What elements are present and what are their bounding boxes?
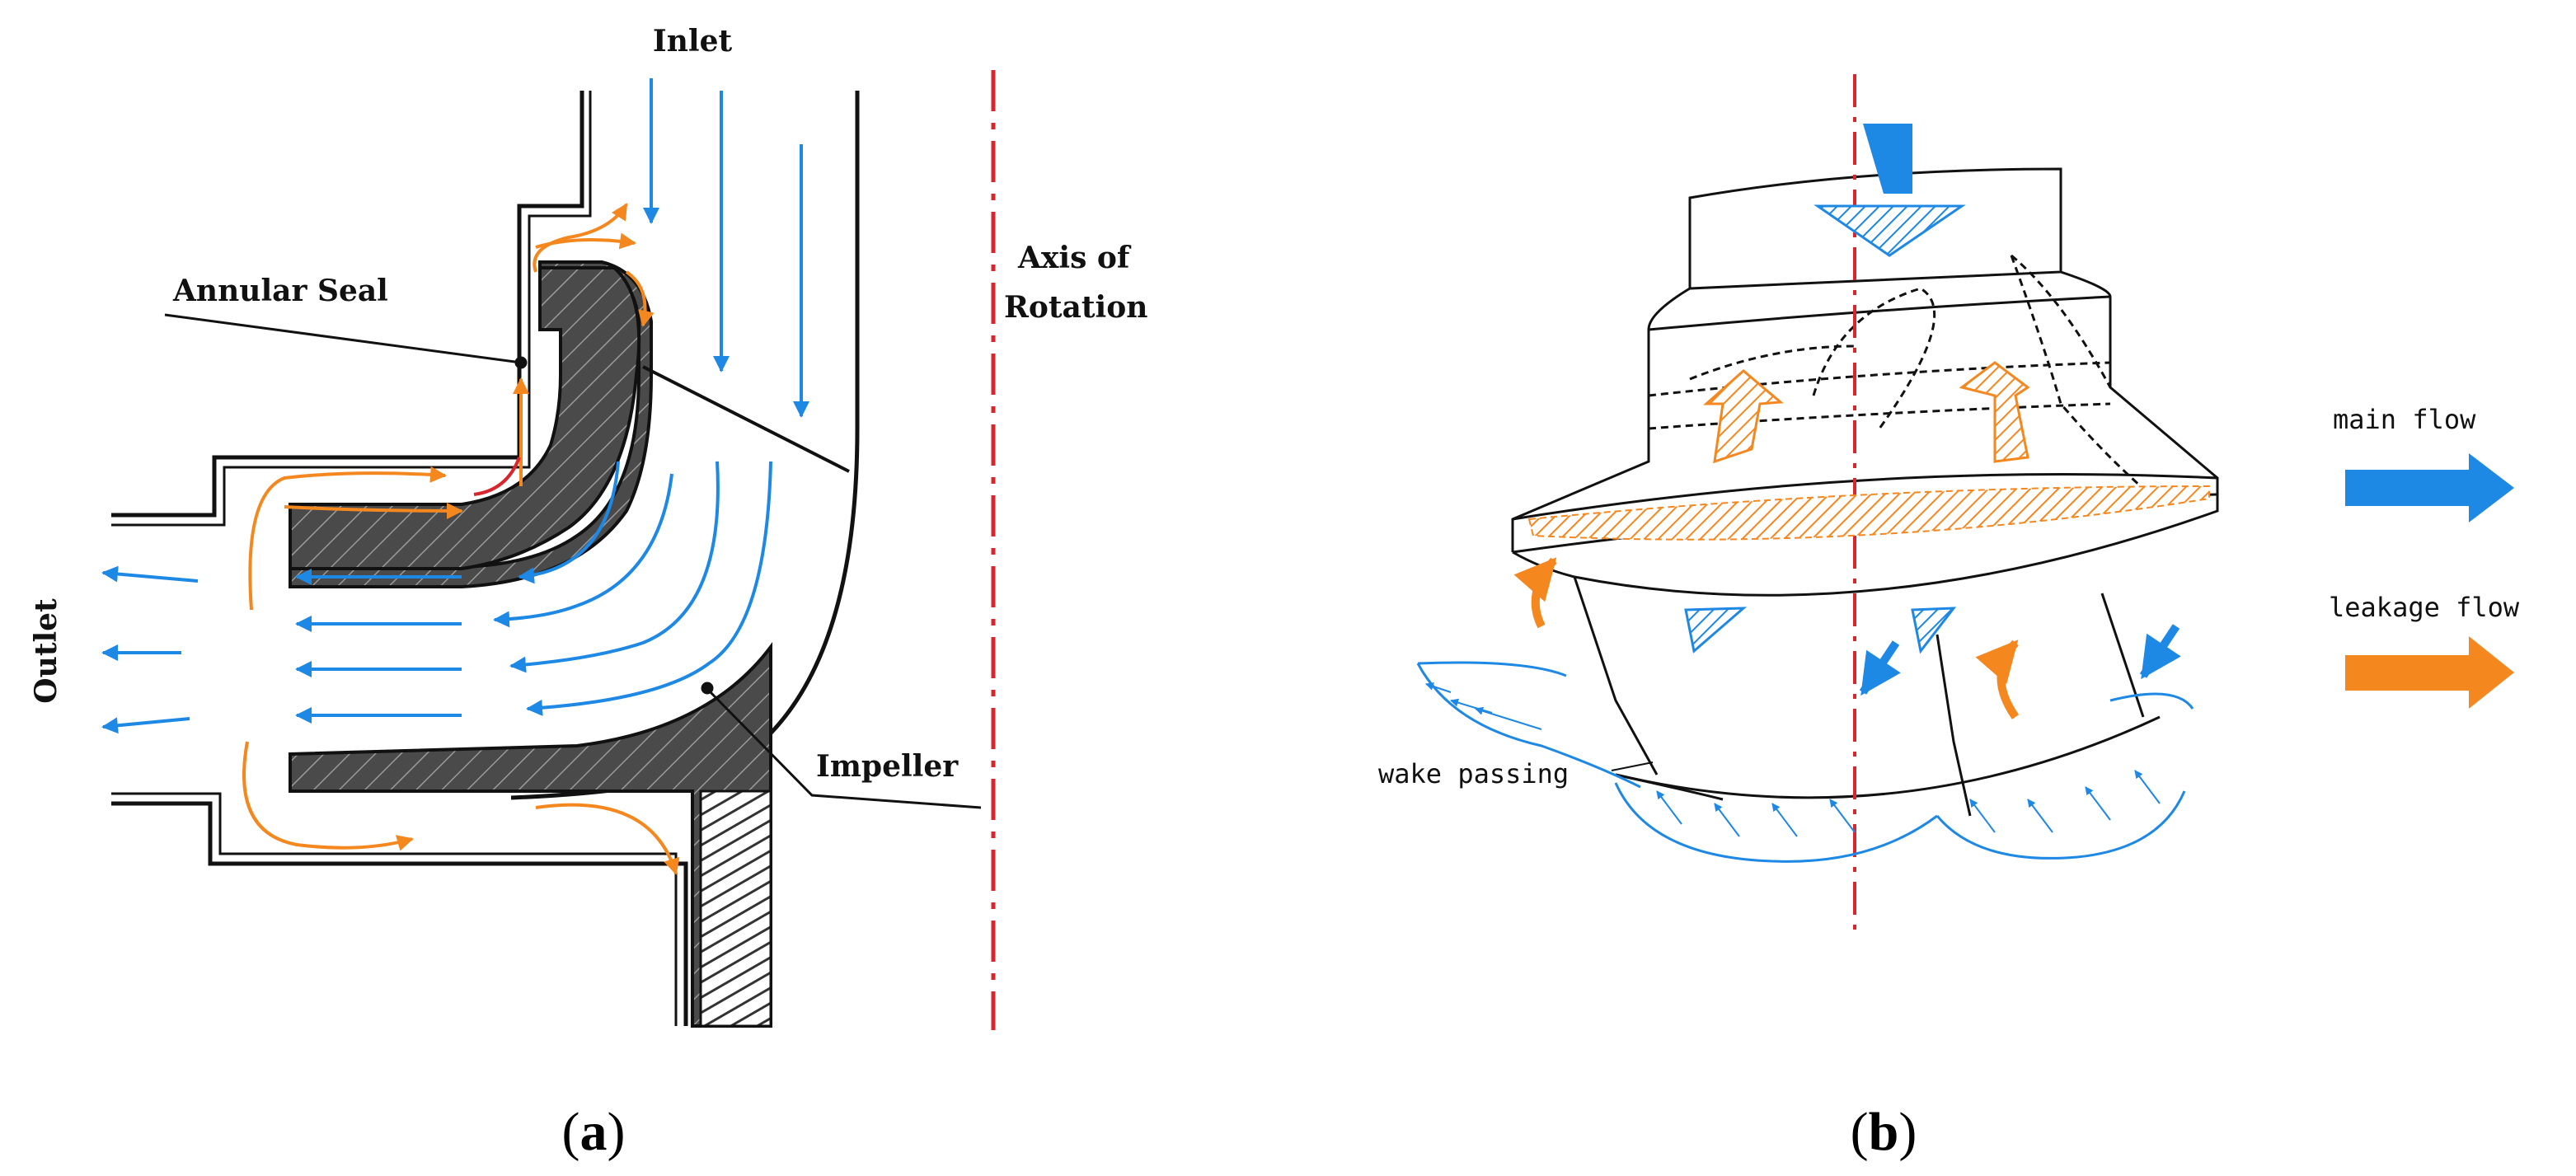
- label-inlet: Inlet: [653, 24, 733, 59]
- wake-profiles: [1416, 661, 2194, 863]
- leakage-hatched-band: [1527, 485, 2210, 541]
- label-impeller: Impeller: [816, 749, 959, 784]
- label-annular-seal: Annular Seal: [172, 274, 388, 308]
- legend: main flow leakage flow: [2329, 404, 2520, 709]
- inlet-hatched-arrow: [1814, 204, 1966, 257]
- label-outlet: Outlet: [29, 598, 63, 704]
- hub-tail: [699, 789, 772, 1028]
- legend-leakage-flow-arrow: [2345, 636, 2514, 709]
- seal-leak-red: [473, 457, 521, 496]
- leader-lines: [164, 313, 982, 809]
- legend-main-flow-label: main flow: [2333, 404, 2476, 435]
- label-wake-passing: wake passing: [1378, 758, 1569, 789]
- main-solid-arrows: [1859, 624, 2181, 696]
- main-hatched-arrow-small2: [1911, 607, 1957, 654]
- legend-main-flow-arrow: [2345, 453, 2514, 522]
- main-flow-streamlines: [101, 78, 809, 734]
- label-axis-line1: Axis of: [1017, 241, 1132, 275]
- panel-a: Inlet Annular Seal Axis of Rotation Impe…: [29, 24, 1147, 1162]
- impeller-shroud-body: [289, 266, 641, 570]
- leakage-hatched-arrow-left: [1703, 369, 1784, 464]
- caption-a: (a): [562, 1102, 626, 1162]
- impeller-blade-edge: [642, 365, 850, 473]
- panel-b: wake passing main flow leakage flow (b): [1378, 74, 2520, 1162]
- leakage-flow-streamlines: [242, 203, 680, 875]
- legend-leakage-flow-label: leakage flow: [2329, 592, 2520, 623]
- label-axis-line2: Rotation: [1004, 290, 1147, 325]
- leakage-solid-arrows: [1513, 557, 2020, 719]
- impeller-shroud-upper: [289, 260, 653, 588]
- impeller-hub-lower: [289, 642, 772, 1028]
- wake-leader: [1611, 761, 1654, 771]
- inlet-main-arrow: [1863, 124, 1912, 194]
- main-hatched-arrow-small: [1684, 607, 1748, 654]
- leakage-hatched-arrow-right: [1959, 361, 2030, 463]
- caption-b: (b): [1851, 1102, 1917, 1162]
